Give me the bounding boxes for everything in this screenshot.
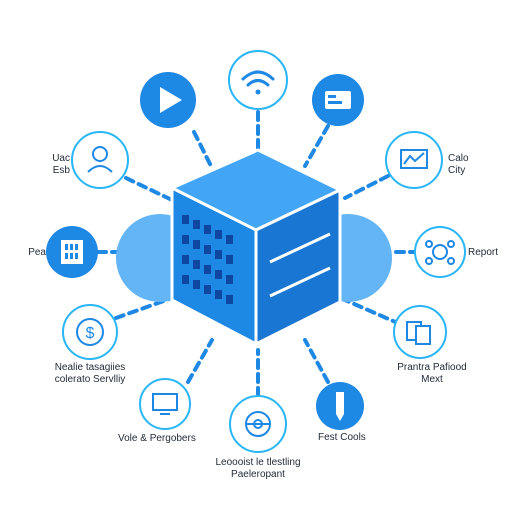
node-finance[interactable]: $	[62, 304, 118, 360]
node-learning[interactable]	[229, 395, 287, 453]
node-support[interactable]	[71, 131, 129, 189]
node-video[interactable]	[140, 72, 196, 128]
label-building: Pea	[28, 247, 46, 258]
wifi-icon	[241, 70, 275, 95]
node-monitor[interactable]	[139, 378, 191, 430]
connector-monitor	[186, 338, 214, 384]
connector-files	[343, 298, 402, 326]
node-building[interactable]	[46, 226, 98, 278]
node-storage[interactable]	[312, 74, 364, 126]
central-server-cube	[168, 148, 344, 347]
documents-icon	[406, 321, 431, 345]
connector-video	[192, 130, 214, 170]
node-tools[interactable]	[316, 382, 364, 430]
label-monitor: Vole & Pergobers	[118, 433, 196, 444]
node-report[interactable]	[414, 226, 466, 278]
cube-right-face	[254, 187, 342, 347]
node-files[interactable]	[393, 305, 447, 359]
building-icon	[61, 240, 83, 264]
cube-panel-line-1	[269, 232, 331, 264]
pen-icon	[336, 392, 344, 421]
connector-tools	[303, 338, 330, 384]
label-tools: Fest Cools	[318, 432, 366, 443]
network-globe-icon	[425, 240, 455, 265]
dollar-icon: $	[86, 325, 95, 342]
atom-icon	[245, 411, 271, 437]
cube-window-grid	[182, 215, 233, 304]
connectors	[96, 110, 420, 398]
connector-support	[124, 176, 174, 202]
connector-storage	[303, 124, 330, 168]
label-report: Report	[468, 247, 499, 258]
cube-panel-line-2	[269, 266, 331, 298]
connector-analytics	[343, 174, 390, 200]
person-icon	[87, 146, 113, 173]
chart-board-icon	[400, 149, 428, 169]
node-wifi[interactable]	[228, 50, 288, 110]
play-icon	[160, 87, 182, 113]
node-analytics[interactable]	[385, 131, 443, 189]
monitor-icon	[152, 393, 178, 415]
server-card-icon	[325, 91, 351, 109]
